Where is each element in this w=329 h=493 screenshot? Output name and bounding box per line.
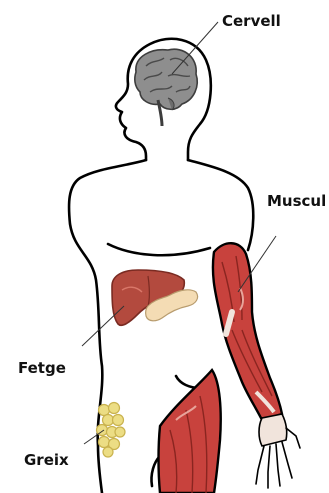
brain-label: Cervell xyxy=(222,14,281,29)
fat-deposit-icon xyxy=(97,403,126,458)
liver-leader-line xyxy=(82,306,124,346)
brain-icon xyxy=(135,49,197,126)
muscle-label: Muscul xyxy=(267,194,326,209)
hand-bones-icon xyxy=(256,414,300,488)
leg-muscle-icon xyxy=(159,370,221,493)
fat-label: Greix xyxy=(24,453,69,468)
liver-label: Fetge xyxy=(18,361,66,376)
arm-muscle-icon xyxy=(213,243,282,420)
